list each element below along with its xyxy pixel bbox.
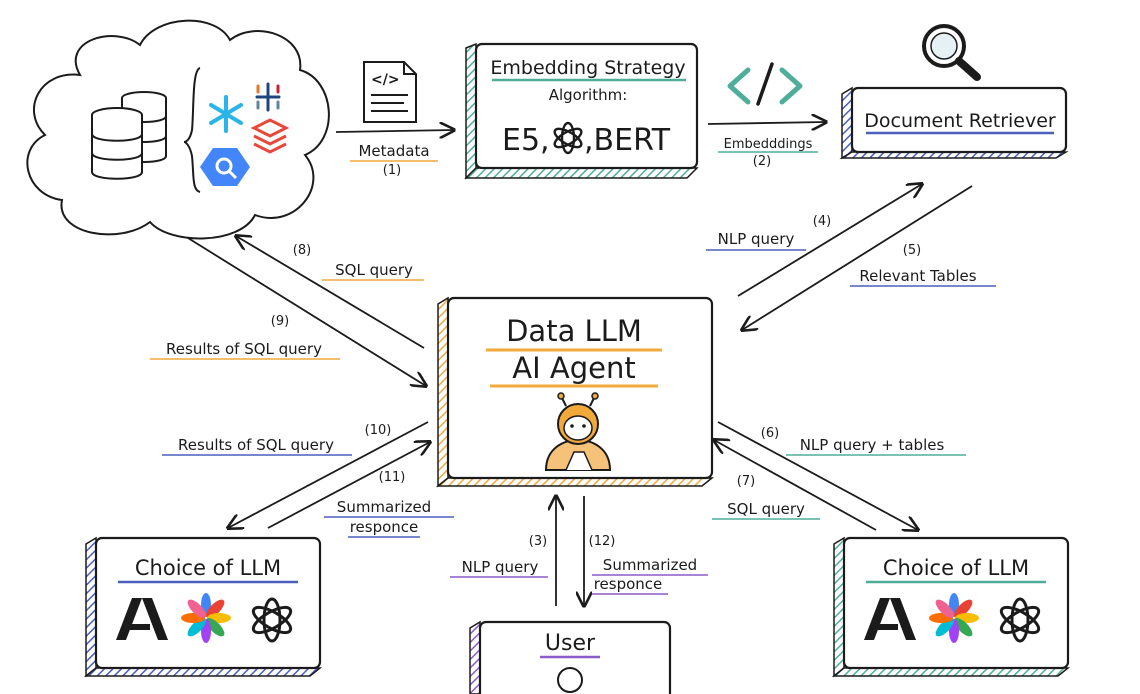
edge-labels: Metadata (1) Embedddings (2) (4) NLP que… <box>150 137 996 595</box>
num-relevant-tables: (5) <box>903 243 921 258</box>
agent-title-line2: AI Agent <box>512 351 635 385</box>
num-results-left: (10) <box>365 423 392 438</box>
arrow-summarized-left <box>267 442 430 529</box>
embedding-title: Embedding Strategy <box>490 57 685 79</box>
pinwheel-icon <box>181 593 231 643</box>
label-metadata: Metadata <box>358 142 429 160</box>
num-summarized-left: (11) <box>379 470 406 485</box>
user-title: User <box>545 631 596 656</box>
arrow-results-left <box>228 421 429 528</box>
code-brackets-icon <box>727 62 803 106</box>
llm-left-box: Choice of LLM <box>83 536 323 678</box>
label-embeddings: Embedddings <box>724 137 813 152</box>
arrow-sql-source <box>236 236 425 349</box>
num-summarized-user: (12) <box>589 534 616 549</box>
pinwheel-icon <box>929 593 979 643</box>
arrow-embeddings <box>707 122 826 124</box>
arrow-sql-right <box>714 440 877 531</box>
label-sql-source: SQL query <box>335 261 413 279</box>
anthropic-icon <box>864 598 916 640</box>
label-nlp-user: NLP query <box>462 558 539 576</box>
label-summarized-user-2: responce <box>594 575 663 593</box>
agent-title-line1: Data LLM <box>506 314 642 348</box>
openai-icon <box>999 597 1041 643</box>
document-code-icon: </> <box>363 61 417 123</box>
retriever-title: Document Retriever <box>864 110 1056 132</box>
arrow-relevant-tables <box>742 185 973 330</box>
tableau-icon <box>255 82 281 112</box>
label-nlp-tables: NLP query + tables <box>800 436 945 454</box>
num-results-source: (9) <box>271 314 289 329</box>
arrow-nlp-retriever <box>737 184 922 297</box>
label-relevant-tables: Relevant Tables <box>859 267 976 285</box>
user-box: User <box>469 620 672 694</box>
embedding-bert: ,BERT <box>584 123 671 158</box>
snowflake-icon <box>209 95 243 133</box>
agent-box: Data LLM AI Agent <box>435 296 715 488</box>
label-results-left: Results of SQL query <box>178 436 334 454</box>
arrows <box>187 122 973 606</box>
label-sql-right: SQL query <box>727 500 805 518</box>
num-embeddings: (2) <box>753 154 771 169</box>
anthropic-icon <box>116 598 168 640</box>
label-results-source: Results of SQL query <box>166 340 322 358</box>
llm-right-title: Choice of LLM <box>883 556 1029 580</box>
label-summarized-left-2: responce <box>350 518 419 536</box>
arrow-nlp-tables <box>717 421 918 530</box>
document-retriever-box: Document Retriever <box>839 86 1069 160</box>
label-nlp-retriever: NLP query <box>718 230 795 248</box>
arrow-metadata <box>335 130 454 132</box>
num-nlp-retriever: (4) <box>813 214 831 229</box>
bigquery-icon <box>200 148 250 186</box>
num-nlp-tables: (6) <box>761 426 779 441</box>
embedding-e5: E5, <box>502 123 550 158</box>
num-metadata: (1) <box>383 163 401 178</box>
embedding-strategy-box: Embedding Strategy Algorithm: E5, ,BERT <box>464 42 699 180</box>
embedding-algorithm-label: Algorithm: <box>549 86 628 104</box>
num-nlp-user: (3) <box>529 534 547 549</box>
llm-right-box: Choice of LLM <box>831 536 1071 678</box>
arrow-results-source <box>187 237 426 386</box>
data-warehouse-cloud <box>26 19 330 240</box>
num-sql-source: (8) <box>293 243 311 258</box>
database-stack-icon <box>91 91 167 180</box>
svg-text:</>: </> <box>371 72 400 88</box>
label-summarized-user-1: Summarized <box>603 556 697 574</box>
user-icon <box>557 667 583 693</box>
openai-icon <box>251 597 293 643</box>
label-summarized-left-1: Summarized <box>337 498 431 516</box>
robot-icon <box>544 392 612 471</box>
num-sql-right: (7) <box>737 474 755 489</box>
databricks-icon <box>250 118 290 154</box>
llm-left-title: Choice of LLM <box>135 556 281 580</box>
magnifier-icon <box>922 24 981 81</box>
